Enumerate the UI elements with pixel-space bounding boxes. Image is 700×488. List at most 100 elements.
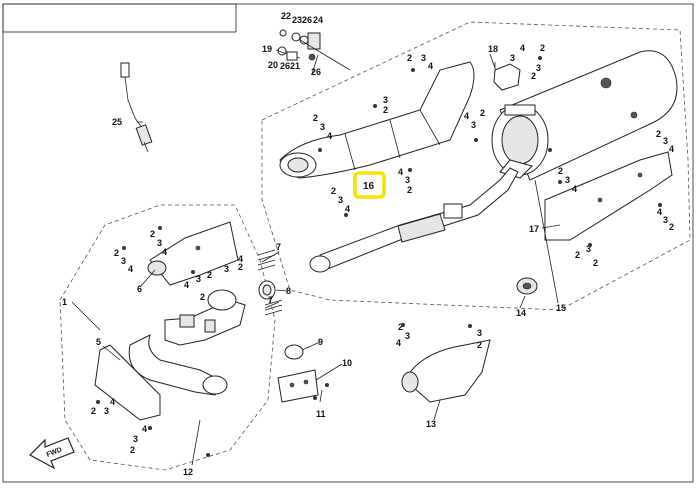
fastener-4: 4 — [464, 111, 469, 121]
callout-22: 22 — [281, 11, 291, 21]
callout-17: 17 — [529, 224, 539, 234]
fastener-4: 4 — [345, 204, 350, 214]
callout-11: 11 — [316, 409, 326, 419]
callout-12: 12 — [183, 467, 193, 477]
fastener-2: 2 — [540, 43, 545, 53]
callout-18: 18 — [488, 44, 498, 54]
callout-25: 25 — [112, 117, 122, 127]
fastener-3: 3 — [338, 195, 343, 205]
fastener-2: 2 — [477, 340, 482, 350]
fastener-2: 2 — [150, 229, 155, 239]
callout-23: 23 — [292, 15, 302, 25]
exhaust-springs — [257, 249, 283, 316]
callout-21: 21 — [290, 61, 300, 71]
callout-16: 16 — [363, 181, 375, 192]
hanger-bracket — [493, 62, 521, 91]
fastener-2: 2 — [593, 258, 598, 268]
callout-19: 19 — [262, 44, 272, 54]
callout-6: 6 — [137, 284, 142, 294]
mount-bracket-hardware — [275, 29, 351, 71]
fastener-4: 4 — [184, 280, 189, 290]
fastener-2: 2 — [531, 71, 536, 81]
callout-1: 1 — [62, 297, 67, 307]
fastener-3: 3 — [383, 95, 388, 105]
callout-13: 13 — [426, 419, 436, 429]
fastener-3: 3 — [510, 53, 515, 63]
fastener-2: 2 — [669, 222, 674, 232]
fastener-3: 3 — [104, 406, 109, 416]
fastener-2: 2 — [207, 270, 212, 280]
callout-14: 14 — [516, 308, 526, 318]
callout-7-top: 7 — [276, 242, 281, 252]
callout-8: 8 — [286, 286, 291, 296]
fastener-3: 3 — [565, 175, 570, 185]
fastener-3: 3 — [320, 122, 325, 132]
callout-7-bottom: 7 — [268, 295, 273, 305]
fastener-labels: 2 3 4 4 2 3 3 2 3 2 2 3 4 4 3 2 2 3 4 2 … — [91, 43, 674, 455]
leader-lines — [71, 53, 561, 466]
mid-pipe — [309, 167, 519, 273]
fastener-4: 4 — [327, 131, 332, 141]
muffler — [491, 50, 678, 181]
fastener-4: 4 — [657, 207, 662, 217]
fastener-2: 2 — [130, 445, 135, 455]
fastener-2: 2 — [480, 108, 485, 118]
fastener-4: 4 — [520, 43, 525, 53]
fastener-2: 2 — [200, 292, 205, 302]
fastener-2: 2 — [575, 250, 580, 260]
front-group-outline — [59, 204, 276, 471]
muffler-heat-shield — [544, 151, 673, 241]
fastener-3: 3 — [477, 328, 482, 338]
fastener-2: 2 — [91, 406, 96, 416]
front-heat-shield — [401, 339, 491, 403]
callout-5: 5 — [96, 337, 101, 347]
header-pipe — [94, 289, 246, 421]
rubber-grommet — [516, 277, 538, 295]
forward-direction-arrow: FWD — [29, 437, 75, 470]
highlight-box-part-16 — [353, 171, 386, 199]
fastener-3: 3 — [471, 120, 476, 130]
fastener-4: 4 — [142, 424, 147, 434]
frame-border — [2, 3, 694, 483]
fastener-2: 2 — [558, 166, 563, 176]
fastener-3: 3 — [663, 136, 668, 146]
gasket-and-bracket — [277, 344, 319, 403]
fastener-3: 3 — [663, 215, 668, 225]
fastener-3: 3 — [121, 256, 126, 266]
rear-group-outline — [261, 21, 691, 311]
callout-26-top: 26 — [302, 15, 312, 25]
fastener-4: 4 — [128, 264, 133, 274]
fastener-4: 4 — [396, 338, 401, 348]
fastener-2: 2 — [383, 105, 388, 115]
title-block — [2, 3, 237, 33]
fastener-3: 3 — [536, 63, 541, 73]
fastener-4: 4 — [238, 254, 243, 264]
fastener-2: 2 — [398, 322, 403, 332]
callout-10: 10 — [342, 358, 352, 368]
fastener-3: 3 — [157, 238, 162, 248]
fastener-3: 3 — [224, 264, 229, 274]
fastener-2: 2 — [656, 129, 661, 139]
callout-labels: 1 5 6 7 7 8 9 10 11 12 13 14 15 16 17 18… — [62, 11, 566, 477]
fastener-2: 2 — [407, 185, 412, 195]
fastener-2: 2 — [313, 113, 318, 123]
callout-26-side: 26 — [311, 67, 321, 77]
fastener-4: 4 — [428, 61, 433, 71]
oxygen-sensor — [120, 62, 153, 153]
rear-heat-shield — [279, 61, 475, 179]
fastener-3: 3 — [405, 175, 410, 185]
fastener-3: 3 — [133, 434, 138, 444]
fastener-2: 2 — [114, 248, 119, 258]
fastener-bolts — [96, 56, 662, 457]
callout-15: 15 — [556, 303, 566, 313]
callout-9: 9 — [318, 337, 323, 347]
fastener-3: 3 — [196, 274, 201, 284]
fastener-3: 3 — [421, 53, 426, 63]
fastener-2: 2 — [331, 186, 336, 196]
fastener-4: 4 — [162, 247, 167, 257]
fastener-4: 4 — [572, 184, 577, 194]
fastener-3: 3 — [405, 331, 410, 341]
fastener-3: 3 — [586, 244, 591, 254]
